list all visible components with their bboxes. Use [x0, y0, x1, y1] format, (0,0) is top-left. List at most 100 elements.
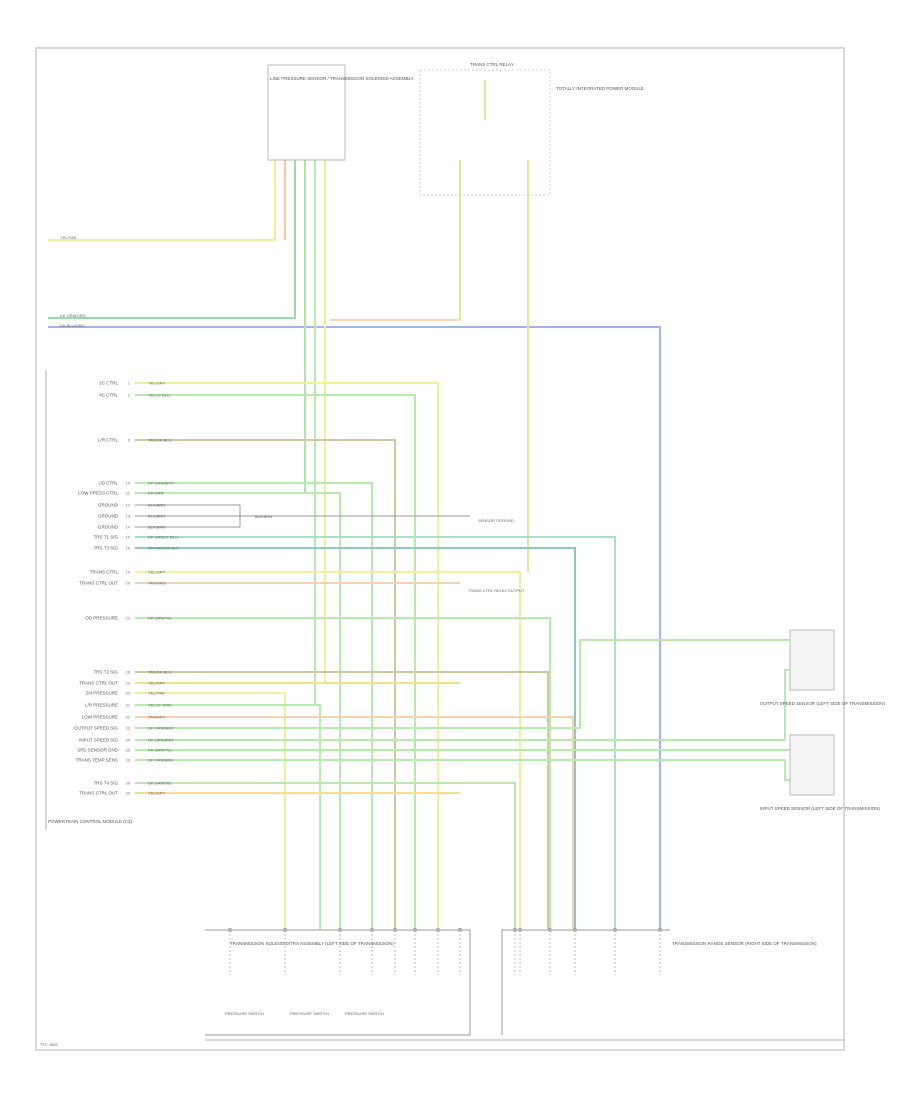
wires [48, 80, 790, 975]
wire-color-label: YEL/TAN [148, 691, 164, 696]
wire-color-label: YEL/GRY [148, 381, 166, 386]
pcm-pin-number: 2 [128, 393, 131, 398]
wire-color-label: DK GRN/WHT [148, 481, 174, 486]
top-wire-label: YEL/TAN [60, 235, 76, 240]
wire-color-label: TAN/DK BLU [148, 670, 171, 675]
wire-color-label: YEL/GRY [148, 791, 166, 796]
pcm-pin-label: GROUND [98, 525, 119, 530]
pcm-pin-label: UD CTRL [98, 481, 118, 486]
wire-color-label: BLK/BRN [148, 503, 165, 508]
pcm-pin-label: L/R PRESSURE [85, 703, 118, 708]
pcm-pin-label: TRANS CTRL OUT [79, 681, 118, 686]
wire-color-label: DK GRN [148, 491, 164, 496]
pcm-pin-number: 1 [128, 381, 131, 386]
pcm-pin-label: OUTPUT SPEED SIG [74, 726, 118, 731]
pcm-pin-number: 34 [126, 738, 131, 743]
pcm-pin-label: TRANS CTRL OUT [79, 791, 118, 796]
wire-color-label: TAN/ORG [148, 581, 166, 586]
output-speed-sensor [789, 629, 835, 691]
input-speed-sensor [789, 734, 835, 796]
pcm-pin-label: GROUND [98, 514, 119, 519]
tipm-box [419, 69, 551, 196]
pcm-pin-number: 12 [126, 503, 131, 508]
wire-color-label: DK GRN/YEL [148, 748, 173, 753]
pcm-pin-number: 11 [126, 491, 131, 496]
wire [135, 759, 790, 781]
switch-label: PRESSURE SWITCH [225, 1011, 264, 1016]
pcm-pin-number: 30 [126, 691, 131, 696]
wire [135, 782, 516, 930]
wire-color-label: DK GRN/LT BLU [148, 535, 178, 540]
pcm-pin-label: 2/4 PRESSURE [86, 691, 118, 696]
pcm-pin-number: 15 [126, 535, 131, 540]
ground-note: SENSOR GROUND [478, 518, 514, 523]
pcm-pin-number: 28 [126, 670, 131, 675]
components: LINE PRESSURE SENSOR / TRANSMISSION SOLE… [40, 62, 886, 1047]
pcm-pin-label: LOW PRESSURE [82, 715, 118, 720]
pcm-pin-label: 2C CTRL [99, 381, 118, 386]
pcm-pin-number: 35 [126, 748, 131, 753]
switch-label: PRESSURE SWITCH [345, 1011, 384, 1016]
pcm-pin-number: 13 [126, 514, 131, 519]
wire-color-label: DK GRN/BRN [148, 738, 173, 743]
pcm-pin-number: 29 [126, 681, 131, 686]
wire-color-label: BLK/BRN [148, 514, 165, 519]
footer-code: TFC 3865 [40, 1042, 59, 1047]
pcm-pin-label: 4C CTRL [99, 393, 118, 398]
wire-color-label: DK GRN/BRN [148, 758, 173, 763]
pcm-pin-number: 10 [126, 481, 131, 486]
splice-note: TRANS CTRL RELAY OUTPUT [468, 588, 525, 593]
pcm-pin-number: 19 [126, 570, 131, 575]
diagram-border [35, 47, 845, 1051]
wire [135, 547, 576, 930]
pcm-pin-label: SPD SENSOR GND [77, 748, 119, 753]
pcm-pin-number: 16 [126, 546, 131, 551]
pcm-pin-label: LOW PRESS CTRL [78, 491, 118, 496]
wire-color-label: YEL/LT BLU [148, 393, 170, 398]
wire-color-label: DK GRN/YEL [148, 616, 173, 621]
pcm-pin-label: INPUT SPEED SIG [79, 738, 118, 743]
ground-label: BLK/BRN [255, 514, 272, 519]
pcm-pin-number: 22 [126, 616, 131, 621]
wire [135, 671, 549, 930]
pcm-pin-label: TRANS CTRL [90, 570, 119, 575]
line-pressure-sensor [267, 64, 346, 161]
wire-color-label: TAN/DK BLU [148, 438, 171, 443]
pcm-pin-number: 14 [126, 525, 131, 530]
wire [135, 482, 373, 930]
switch-label: PRESSURE SWITCH [290, 1011, 329, 1016]
wire [459, 80, 529, 572]
wire [135, 536, 616, 930]
solenoid-assembly-outline [205, 929, 471, 1036]
wire [135, 639, 790, 729]
wire [135, 571, 521, 930]
pcm-pin-label: TRS T1 SIG [94, 535, 119, 540]
wire-color-label: YEL/LT GRN [148, 703, 171, 708]
wire [135, 692, 286, 930]
pcm-label: POWERTRAIN CONTROL MODULE (C3) [48, 819, 133, 824]
wire [48, 326, 661, 930]
wire-color-label: YEL/GRY [148, 570, 166, 575]
wire [48, 160, 296, 319]
pcm-pin-label: TRANS TEMP SENS [76, 758, 118, 763]
wire-color-label: DK GRN/DK BLU [148, 546, 179, 551]
pcm-pin-number: 39 [126, 791, 131, 796]
wire [135, 394, 416, 930]
pcm-pin-number: 31 [126, 703, 131, 708]
wire-color-label: YEL/GRY [148, 681, 166, 686]
wire-color-label: DK GRN/YEL [148, 781, 173, 786]
pcm-pin-label: GROUND [98, 503, 119, 508]
wire-color-label: BLK/BRN [148, 525, 165, 530]
wire [135, 669, 790, 741]
pcm-pin-number: 32 [126, 715, 131, 720]
pcm-pin-label: OD PRESSURE [85, 616, 118, 621]
pcm-pin-number: 6 [128, 438, 131, 443]
input-speed-sensor-label: INPUT SPEED SENSOR (LEFT SIDE OF TRANSMI… [760, 806, 881, 811]
relay-label: TRANS CTRL RELAY [470, 62, 514, 67]
top-sensor-label: LINE PRESSURE SENSOR / TRANSMISSION SOLE… [270, 76, 414, 81]
relay-note: TOTALLY INTEGRATED POWER MODULE [556, 86, 644, 91]
wire [135, 716, 574, 930]
pcm-pin-label: TRS T3 SIG [94, 546, 119, 551]
